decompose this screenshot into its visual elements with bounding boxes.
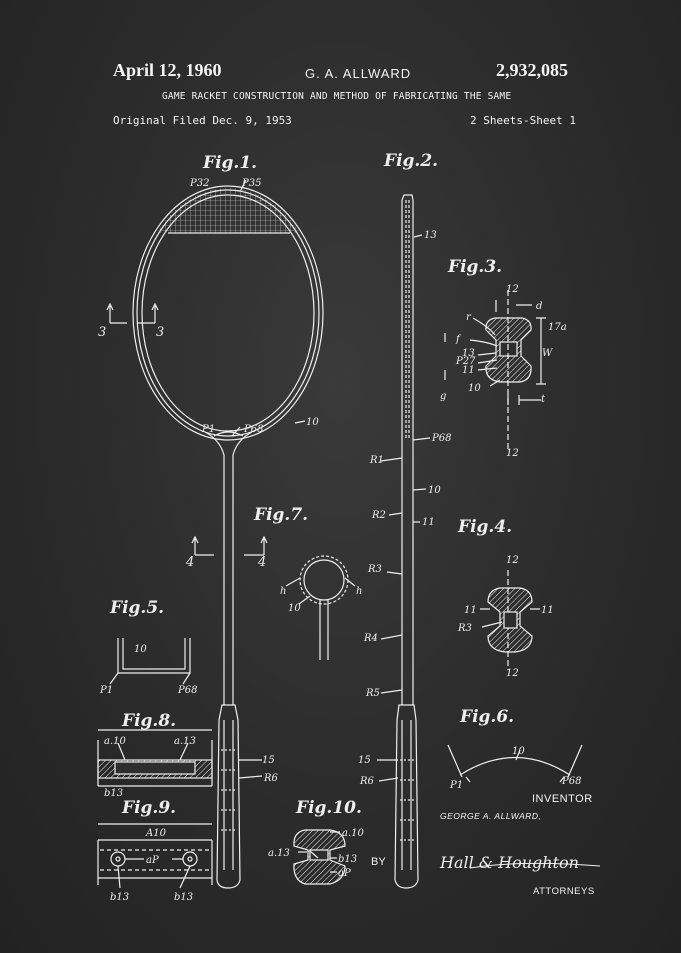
patent-number: 2,932,085 [496, 60, 568, 80]
label-15: 15 [262, 755, 275, 766]
fig6-label-p68: P68 [561, 776, 581, 787]
fig8-detail [97, 729, 213, 787]
fig7-label-h2: h [356, 586, 362, 597]
fig3-label-g: g [440, 391, 446, 402]
fig8-label-a13: a.13 [174, 736, 196, 747]
label-4a: 4 [185, 555, 194, 570]
label-p32: P32 [189, 178, 209, 189]
fig9-label-b13b: b13 [174, 892, 193, 903]
label-10: 10 [306, 417, 319, 428]
label-11: 11 [422, 517, 435, 528]
inventor-short-name: G. A. ALLWARD [305, 66, 412, 81]
fig4-label-12: 12 [506, 555, 519, 566]
fig3-label-p27: P27 [455, 356, 476, 367]
inventor-label: INVENTOR [532, 793, 593, 805]
fig7-detail [191, 535, 356, 660]
label-r6b: R6 [359, 776, 375, 787]
fig6-label-10: 10 [512, 746, 525, 757]
fig3-label-13: 13 [462, 348, 475, 359]
label-3a: 3 [98, 325, 106, 340]
fig2-side-view [238, 194, 431, 889]
fig4-cross-section [480, 570, 540, 670]
fig6-title: Fig.6. [459, 707, 514, 727]
fig10-label-ap: aP [338, 868, 351, 879]
label-10b: 10 [428, 485, 441, 496]
fig3-label-w: W [542, 348, 553, 359]
fig1-title: Fig.1. [202, 153, 257, 173]
fig7-label-h1: h [280, 586, 286, 597]
fig9-label-b13a: b13 [110, 892, 129, 903]
fig10-title: Fig.10. [295, 798, 362, 818]
fig3-label-12: 12 [506, 284, 519, 295]
label-r4: R4 [363, 633, 378, 644]
fig9-label-a10: A10 [145, 828, 167, 839]
fig6-detail [447, 744, 583, 783]
fig3-label-f: f [455, 334, 462, 345]
fig4-label-r3: R3 [457, 623, 472, 634]
fig5-detail [109, 638, 191, 685]
fig3-cross-section [444, 290, 546, 450]
label-p35: P35 [241, 178, 261, 189]
fig6-label-p1: P1 [449, 780, 463, 791]
fig3-label-10: 10 [468, 383, 481, 394]
label-p68b: P68 [431, 433, 451, 444]
fig3-title: Fig.3. [447, 257, 502, 277]
label-r1: R1 [369, 455, 384, 466]
label-4b: 4 [257, 555, 266, 570]
sheet-number: 2 Sheets-Sheet 1 [470, 114, 576, 127]
label-r6: R6 [263, 773, 279, 784]
fig9-detail [97, 823, 213, 889]
fig9-label-ap: aP [146, 855, 159, 866]
label-r3: R3 [367, 564, 382, 575]
fig7-label-10: 10 [288, 603, 301, 614]
label-p1: P1 [201, 424, 215, 435]
fig5-label-p68: P68 [177, 685, 197, 696]
fig5-title: Fig.5. [109, 598, 164, 618]
fig4-label-12b: 12 [506, 668, 519, 679]
fig4-label-11a: 11 [464, 605, 477, 616]
fig10-detail [293, 829, 346, 885]
fig4-label-11b: 11 [541, 605, 554, 616]
fig8-title: Fig.8. [121, 711, 176, 731]
fig10-label-a10: a.10 [342, 828, 365, 839]
fig10-label-a13: a.13 [268, 848, 290, 859]
label-r2: R2 [371, 510, 386, 521]
fig3-label-17a: 17a [548, 322, 567, 333]
fig3-label-r: r [466, 312, 472, 323]
fig2-title: Fig.2. [383, 151, 438, 171]
label-13: 13 [424, 230, 437, 241]
attorney-signature: Hall & Houghton [439, 853, 579, 872]
fig7-title: Fig.7. [253, 505, 308, 525]
patent-date: April 12, 1960 [113, 60, 222, 80]
fig5-label-10: 10 [134, 644, 147, 655]
fig3-label-t: t [541, 394, 546, 405]
label-3b: 3 [156, 325, 164, 340]
label-15b: 15 [358, 755, 371, 766]
filed-date: Original Filed Dec. 9, 1953 [113, 114, 292, 127]
fig9-title: Fig.9. [121, 798, 176, 818]
fig8-label-b13: b13 [104, 788, 123, 799]
fig4-title: Fig.4. [457, 517, 512, 537]
fig3-label-d: d [536, 301, 542, 312]
fig3-label-12b: 12 [506, 448, 519, 459]
patent-title: GAME RACKET CONSTRUCTION AND METHOD OF F… [162, 91, 512, 102]
fig1-racket [106, 179, 324, 889]
label-r5: R5 [365, 688, 380, 699]
label-p68: P68 [243, 424, 263, 435]
signature-flourish [469, 862, 601, 869]
fig3-label-11: 11 [462, 365, 475, 376]
fig5-label-p1: P1 [99, 685, 113, 696]
by-label: BY [371, 856, 386, 868]
inventor-name: GEORGE A. ALLWARD, [440, 811, 542, 821]
fig10-label-b13: b13 [338, 854, 357, 865]
fig8-label-a10: a.10 [104, 736, 127, 747]
attorneys-label: ATTORNEYS [533, 886, 595, 897]
